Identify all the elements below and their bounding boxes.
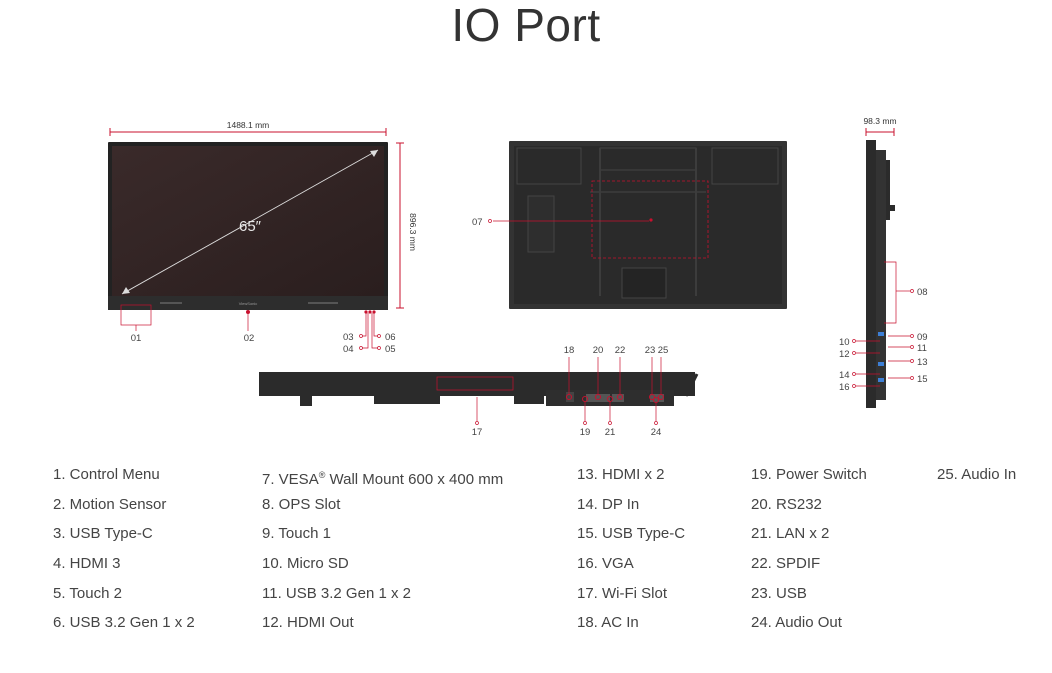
legend-item: 12. HDMI Out (262, 614, 354, 632)
legend-item: 5. Touch 2 (53, 584, 122, 602)
callout-21: 21 (605, 427, 616, 438)
legend-item: 24. Audio Out (751, 614, 842, 632)
legend-item: 20. RS232 (751, 495, 822, 513)
legend-item: 11. USB 3.2 Gen 1 x 2 (262, 584, 411, 602)
callout-24: 24 (651, 427, 662, 438)
screen-size-label: 65″ (239, 218, 262, 235)
callout-18: 18 (564, 345, 575, 356)
callout-25: 25 (658, 345, 669, 356)
callout-20: 20 (593, 345, 604, 356)
callout-16: 16 (839, 382, 850, 393)
legend-item: 25. Audio In (937, 466, 1017, 483)
callout-06: 06 (385, 332, 396, 343)
brand-mark: ViewSonic (239, 301, 258, 306)
callout-08: 08 (917, 287, 928, 298)
callout-09: 09 (917, 332, 928, 343)
legend-item: 6. USB 3.2 Gen 1 x 2 (53, 614, 195, 632)
callout-14: 14 (839, 370, 850, 381)
legend-column-5: 25. Audio In (937, 465, 1016, 495)
legend-item: 17. Wi-Fi Slot (577, 584, 668, 602)
callout-12: 12 (839, 349, 850, 360)
callout-22: 22 (615, 345, 626, 356)
callout-07: 07 (472, 217, 483, 228)
vesa-prefix: 7. VESA (262, 471, 319, 488)
callout-19: 19 (580, 427, 591, 438)
io-port-diagram: 1488.1 mm 896.3 mm ViewSonic 65″ 01 02 0 (108, 116, 928, 438)
callout-11: 11 (917, 343, 927, 354)
legend-column-1: 1. Control Menu 2. Motion Sensor 3. USB … (53, 465, 195, 643)
height-dimension-label: 896.3 mm (408, 213, 418, 251)
legend-item: 21. LAN x 2 (751, 525, 830, 543)
rear-view: 07 (472, 141, 787, 309)
legend-item: 4. HDMI 3 (53, 555, 121, 573)
callout-17: 17 (472, 427, 483, 438)
side-view: 98.3 mm 08 09 10 11 12 13 14 (839, 116, 928, 408)
legend-item: 13. HDMI x 2 (577, 466, 665, 483)
legend-item: 14. DP In (577, 495, 640, 513)
legend-item: 9. Touch 1 (262, 525, 331, 543)
bottom-view: 17 18 19 20 21 22 23 (259, 345, 699, 438)
legend-column-3: 13. HDMI x 2 14. DP In 15. USB Type-C 16… (577, 465, 685, 643)
width-dimension-label: 1488.1 mm (227, 120, 270, 130)
legend-item: 15. USB Type-C (577, 525, 686, 543)
callout-23: 23 (645, 345, 656, 356)
registered-mark: ® (318, 470, 326, 480)
legend-item: 10. Micro SD (262, 555, 349, 573)
legend-item: 1. Control Menu (53, 466, 160, 483)
legend-column-2: 7. VESA® Wall Mount 600 x 400 mm 8. OPS … (262, 465, 503, 643)
legend-item: 23. USB (751, 584, 807, 602)
depth-dimension-label: 98.3 mm (863, 116, 896, 126)
legend-item: 3. USB Type-C (53, 525, 153, 543)
legend-item: 19. Power Switch (751, 466, 867, 483)
callout-04: 04 (343, 344, 354, 355)
callout-03: 03 (343, 332, 354, 343)
legend-item-vesa: 7. VESA® Wall Mount 600 x 400 mm (262, 465, 503, 495)
callout-15: 15 (917, 374, 928, 385)
callout-02: 02 (244, 333, 255, 344)
page-title: IO Port (451, 0, 601, 51)
callout-10: 10 (839, 337, 850, 348)
callout-01: 01 (131, 333, 142, 344)
legend-column-4: 19. Power Switch 20. RS232 21. LAN x 2 2… (751, 465, 867, 643)
legend-item: 16. VGA (577, 555, 634, 573)
legend-item: 18. AC In (577, 614, 639, 632)
legend-item: 8. OPS Slot (262, 495, 341, 513)
legend-item: 2. Motion Sensor (53, 495, 167, 513)
callout-13: 13 (917, 357, 928, 368)
vesa-suffix: Wall Mount 600 x 400 mm (325, 471, 504, 488)
front-view: 1488.1 mm 896.3 mm ViewSonic 65″ 01 02 0 (108, 120, 418, 355)
legend-item: 22. SPDIF (751, 555, 821, 573)
callout-05: 05 (385, 344, 396, 355)
